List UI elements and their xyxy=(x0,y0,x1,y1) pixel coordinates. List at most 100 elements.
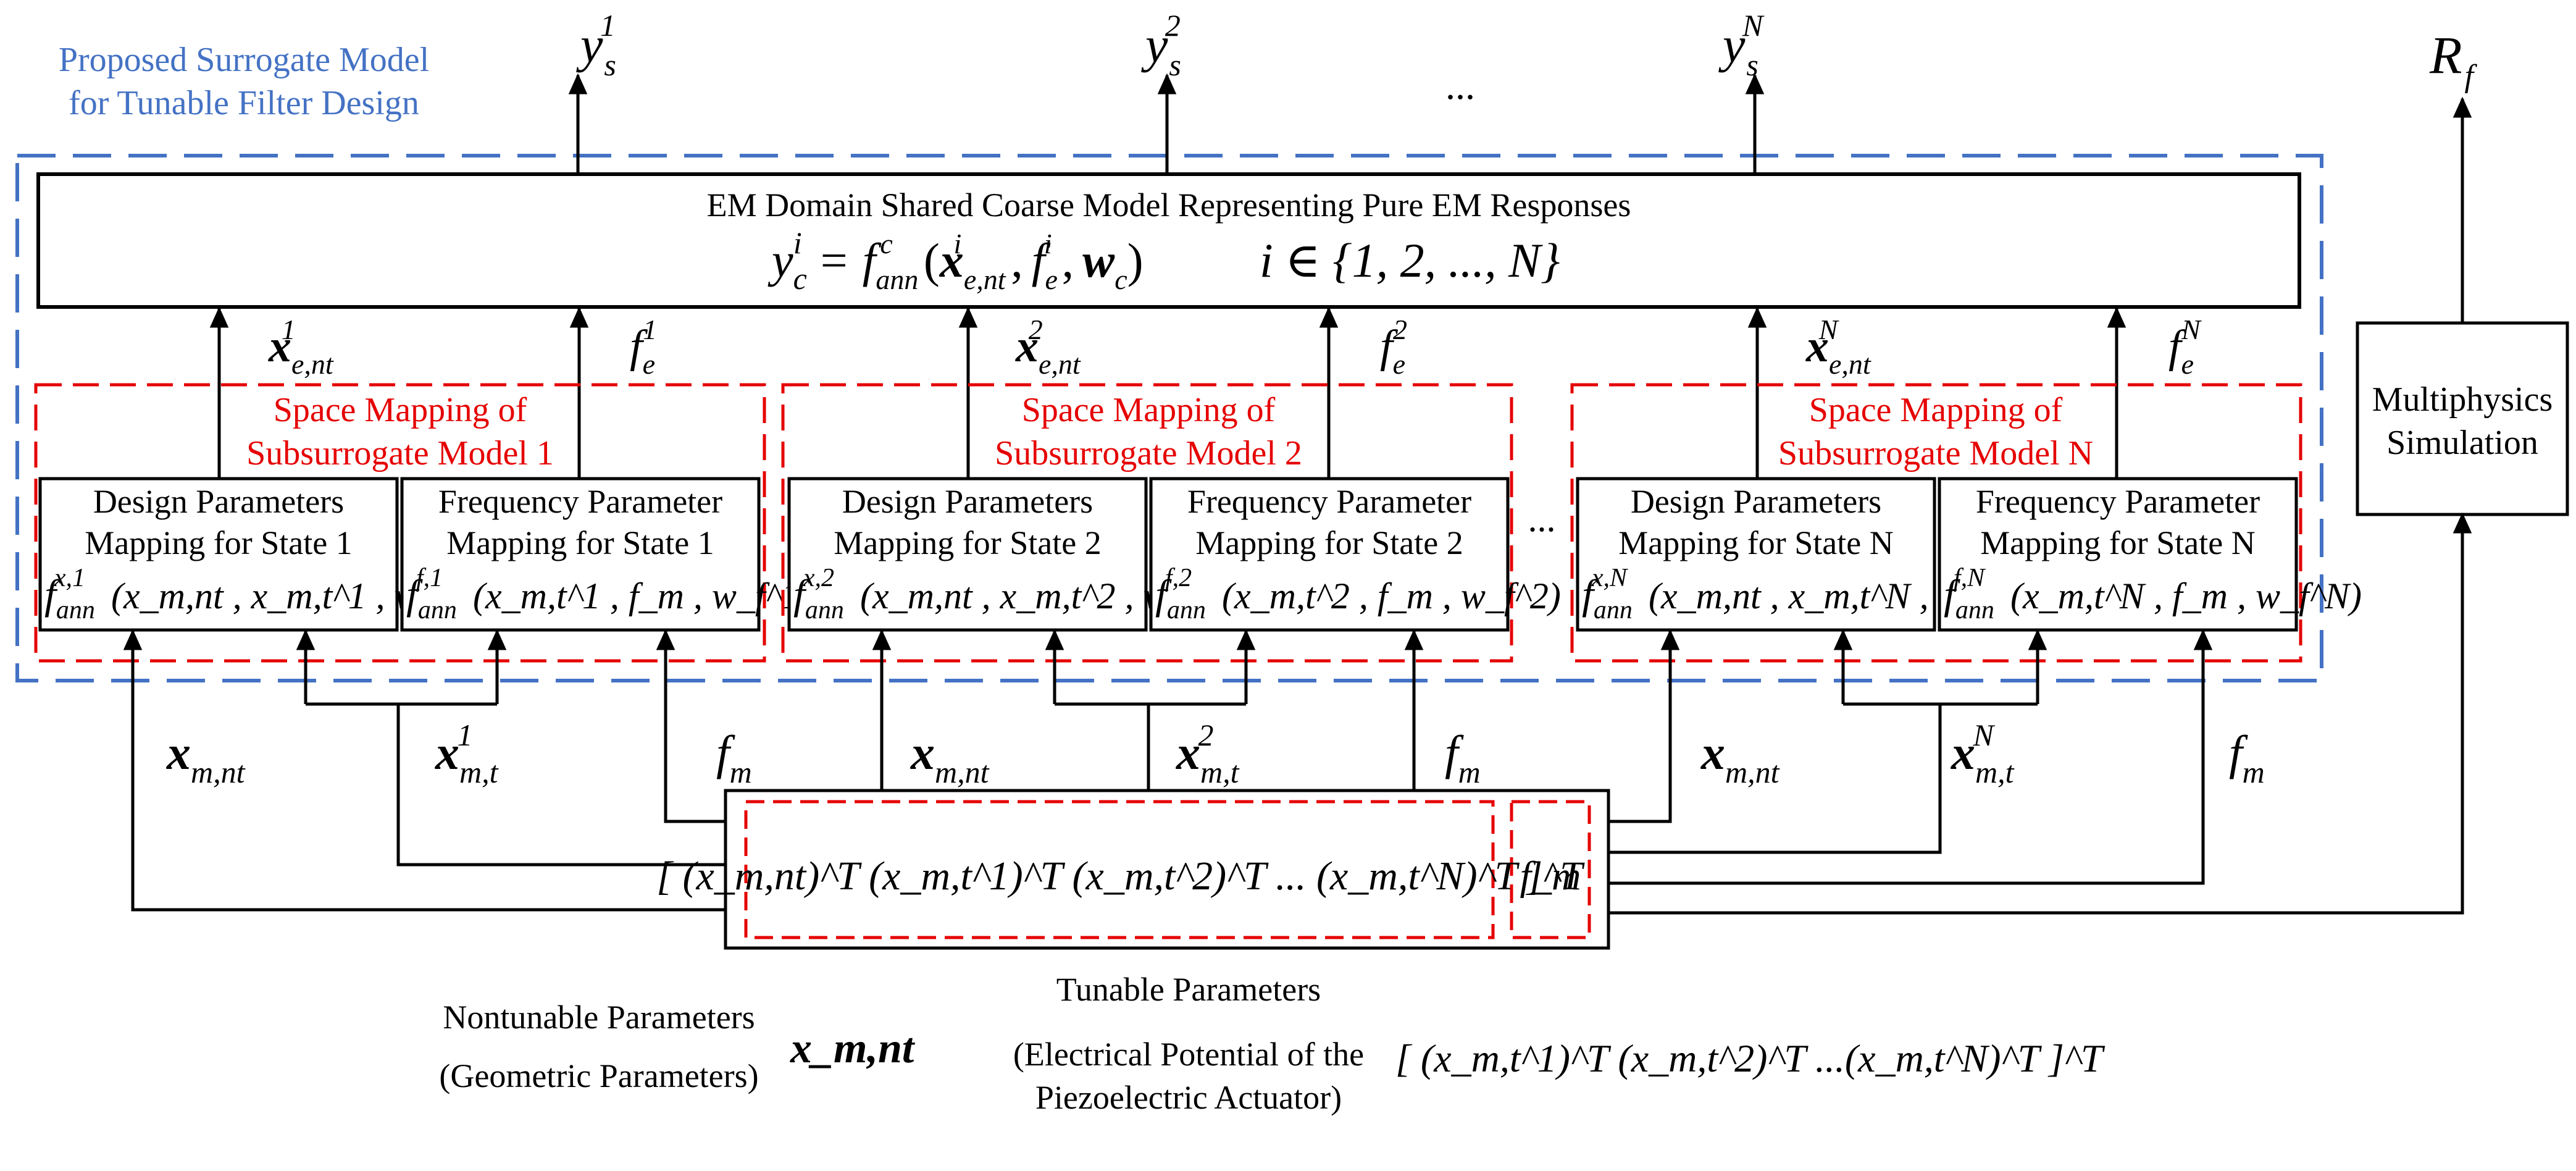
svg-text:xm,tN: xm,tN xyxy=(1951,718,2015,789)
multiphysics-box xyxy=(2356,321,2569,516)
frequency-mapping-box-2 xyxy=(1149,477,1510,632)
input-routing xyxy=(123,512,2472,915)
svg-text:(x_m,t^2 , f_m , w_f^2): (x_m,t^2 , f_m , w_f^2) xyxy=(1222,576,1561,616)
wire-xmnt-N xyxy=(1608,629,1680,823)
wire-to-multiphysics xyxy=(1608,512,2472,915)
input-label-xmtN: xm,tN xyxy=(1951,718,2015,789)
input-vector-box xyxy=(724,789,1610,950)
subsurrogate-N-region xyxy=(1570,383,2302,663)
svg-text:xm,nt: xm,nt xyxy=(166,726,246,789)
input-vector-fm-region xyxy=(1510,800,1591,939)
label-fe2: fe2 xyxy=(1380,314,1407,380)
subsurrogate-N: Space Mapping of Subsurrogate Model N De… xyxy=(1570,383,2362,663)
subsurrogate-2-title-1: Space Mapping of xyxy=(1022,391,1276,429)
multiphysics-line-2: Simulation xyxy=(2386,424,2538,462)
coarse-model-title: EM Domain Shared Coarse Model Representi… xyxy=(707,187,1631,224)
svg-text:ys1: ys1 xyxy=(576,8,616,82)
subsurrogate-1-title-1: Space Mapping of xyxy=(274,391,527,429)
coarse-model-box xyxy=(36,172,2301,309)
svg-text:fm: fm xyxy=(2229,726,2265,789)
subsurrogate-N-title-2: Subsurrogate Model N xyxy=(1778,434,2093,472)
input-vector-tunable-region xyxy=(744,800,1495,939)
subsurrogate-1: Space Mapping of Subsurrogate Model 1 De… xyxy=(34,383,812,663)
design-mapping-2-line-2: Mapping for State 2 xyxy=(834,524,1101,561)
design-mapping-1-line-1: Design Parameters xyxy=(93,483,344,520)
legend-tunable-1: Tunable Parameters xyxy=(1056,971,1321,1008)
legend-tunable-symbol: [ (x_m,t^1)^T (x_m,t^2)^T ...(x_m,t^N)^T… xyxy=(1395,1036,2106,1080)
design-mapping-box-1 xyxy=(38,477,399,632)
wire-fm-1 xyxy=(656,629,726,823)
frequency-mapping-N-line-2: Mapping for State N xyxy=(1980,524,2255,561)
svg-text:i ∈ {1, 2, ..., N}: i ∈ {1, 2, ..., N} xyxy=(1260,233,1560,287)
svg-text:xm,nt: xm,nt xyxy=(1700,726,1780,789)
subsurrogate-2-region xyxy=(781,383,1513,663)
input-label-fm-N: fm xyxy=(2229,726,2265,789)
svg-text:(x_m,t^N , f_m , w_f^N): (x_m,t^N , f_m , w_f^N) xyxy=(2010,576,2362,616)
multiphysics-line-1: Multiphysics xyxy=(2372,380,2553,419)
subsurrogate-N-title-1: Space Mapping of xyxy=(1809,391,2063,429)
subsurrogate-1-region xyxy=(34,383,766,663)
input-vector: [ (x_m,nt)^T (x_m,t^1)^T (x_m,t^2)^T ...… xyxy=(656,854,1585,899)
svg-text:yci=fannc(xe,nti,fei,wc): yci=fannc(xe,nti,fei,wc) xyxy=(767,225,1144,296)
svg-text:fe2: fe2 xyxy=(1380,314,1407,380)
input-label-xmnt-N: xm,nt xyxy=(1700,726,1780,789)
wire-fm-N xyxy=(1608,629,2213,885)
input-label-xmt1: xm,t1 xyxy=(435,718,499,789)
subsurrogate-ellipsis: ... xyxy=(1528,498,1556,539)
label-feN: feN xyxy=(2168,314,2202,380)
surrogate-title-line-2: for Tunable Filter Design xyxy=(69,84,419,122)
svg-text:(x_m,t^1 , f_m , w_f^1): (x_m,t^1 , f_m , w_f^1) xyxy=(473,576,812,616)
output-ys1: ys1 xyxy=(576,8,616,82)
frequency-mapping-box-N xyxy=(1938,477,2298,632)
svg-text:ysN: ysN xyxy=(1718,8,1765,82)
design-mapping-box-N xyxy=(1576,477,1936,632)
input-label-xmnt-1: xm,nt xyxy=(166,726,246,789)
legend-nontunable-symbol: x_m,nt xyxy=(790,1025,916,1072)
svg-text:feN: feN xyxy=(2168,314,2202,380)
svg-text:xe,nt1: xe,nt1 xyxy=(268,314,334,380)
label-fe1: fe1 xyxy=(630,314,657,380)
svg-text:fannx,N: fannx,N xyxy=(1582,564,1633,624)
design-mapping-1-line-2: Mapping for State 1 xyxy=(85,524,352,561)
wire-xmtN xyxy=(1608,704,1942,854)
legend-nontunable-2: (Geometric Parameters) xyxy=(439,1057,758,1094)
outputs-ellipsis: ... xyxy=(1445,64,1475,107)
output-ys2: ys2 xyxy=(1141,8,1181,82)
frequency-mapping-N-line-1: Frequency Parameter xyxy=(1976,483,2260,520)
svg-text:Rf: Rf xyxy=(2429,25,2478,94)
label-xe2: xe,nt2 xyxy=(1015,314,1081,380)
frequency-mapping-1-line-2: Mapping for State 1 xyxy=(446,524,714,561)
legend-tunable-3: Piezoelectric Actuator) xyxy=(1035,1079,1342,1116)
frequency-mapping-1-formula: fannf,1 (x_m,t^1 , f_m , w_f^1) xyxy=(406,564,812,624)
frequency-mapping-2-line-1: Frequency Parameter xyxy=(1187,483,1471,520)
svg-text:xe,nt2: xe,nt2 xyxy=(1015,314,1081,380)
design-mapping-box-2 xyxy=(787,477,1148,632)
input-label-xmt2: xm,t2 xyxy=(1176,718,1240,789)
input-vector-fm: f_m xyxy=(1520,854,1581,899)
label-xe1: xe,nt1 xyxy=(268,314,334,380)
svg-text:xm,t2: xm,t2 xyxy=(1176,718,1240,789)
input-label-fm-2: fm xyxy=(1445,726,1481,789)
coarse-model-equation: yci=fannc(xe,nti,fei,wc) i ∈ {1, 2, ...,… xyxy=(767,225,1560,296)
frequency-mapping-box-1 xyxy=(400,477,761,632)
surrogate-title-line-1: Proposed Surrogate Model xyxy=(59,41,429,79)
design-mapping-N-line-2: Mapping for State N xyxy=(1618,524,1893,561)
subsurrogate-1-title-2: Subsurrogate Model 1 xyxy=(246,434,554,472)
svg-text:fm: fm xyxy=(1445,726,1481,789)
svg-text:xm,t1: xm,t1 xyxy=(435,718,499,789)
output-ysN: ysN xyxy=(1718,8,1765,82)
output-rf: Rf xyxy=(2429,25,2478,94)
subsurrogate-2: Space Mapping of Subsurrogate Model 2 De… xyxy=(781,383,1561,663)
input-label-fm-1: fm xyxy=(716,726,752,789)
legend-tunable-2: (Electrical Potential of the xyxy=(1013,1036,1364,1073)
wire-xmnt-1 xyxy=(123,629,726,912)
input-label-xmnt-2: xm,nt xyxy=(910,726,990,789)
wire-xmt1 xyxy=(396,704,726,867)
label-xeN: xe,ntN xyxy=(1805,314,1871,380)
svg-text:ys2: ys2 xyxy=(1141,8,1181,82)
design-mapping-N-line-1: Design Parameters xyxy=(1631,483,1881,520)
frequency-mapping-2-line-2: Mapping for State 2 xyxy=(1195,524,1463,561)
legend-nontunable-1: Nontunable Parameters xyxy=(443,999,755,1036)
frequency-mapping-1-line-1: Frequency Parameter xyxy=(438,483,722,520)
